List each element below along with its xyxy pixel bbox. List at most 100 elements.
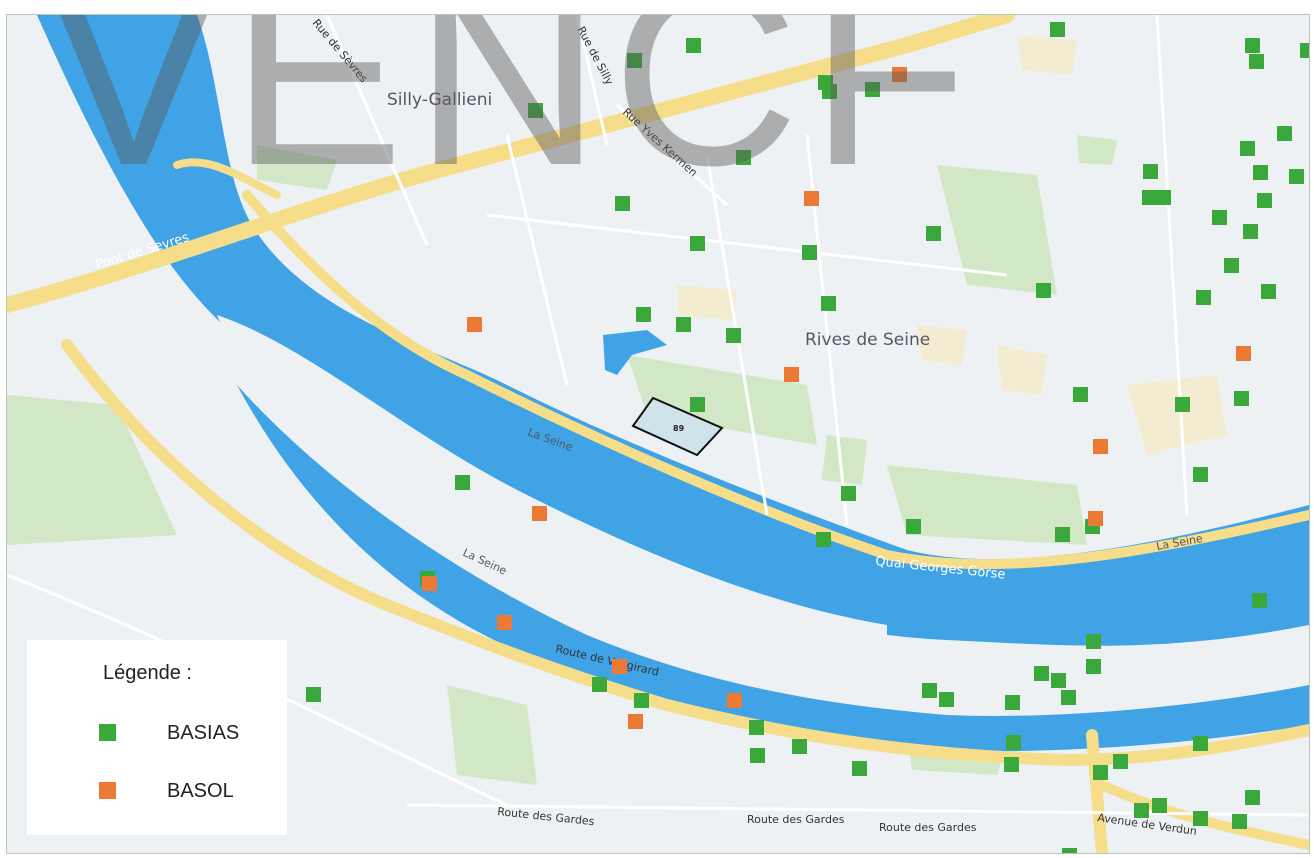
basias-site-marker[interactable] [627,53,642,68]
basias-site-marker[interactable] [690,236,705,251]
basias-site-marker[interactable] [749,720,764,735]
basias-site-marker[interactable] [822,84,837,99]
basias-site-marker[interactable] [1245,790,1260,805]
basol-site-marker[interactable] [612,659,627,674]
basias-site-marker[interactable] [1086,634,1101,649]
basias-site-marker[interactable] [802,245,817,260]
basias-site-marker[interactable] [1234,391,1249,406]
basias-site-marker[interactable] [1277,126,1292,141]
map-canvas[interactable]: Silly-Gallieni Rives de Seine Pont de Se… [7,15,1309,853]
basias-site-marker[interactable] [852,761,867,776]
site-markers [306,22,1309,853]
basol-site-marker[interactable] [532,506,547,521]
basias-site-marker[interactable] [1152,798,1167,813]
basol-site-marker[interactable] [784,367,799,382]
basias-site-marker[interactable] [1224,258,1239,273]
basias-site-marker[interactable] [1134,803,1149,818]
basias-site-marker[interactable] [1113,754,1128,769]
basias-site-marker[interactable] [306,687,321,702]
basias-site-marker[interactable] [1249,54,1264,69]
basias-swatch-icon [99,724,116,741]
basias-site-marker[interactable] [676,317,691,332]
basias-site-marker[interactable] [1243,224,1258,239]
basias-site-marker[interactable] [816,532,831,547]
basias-site-marker[interactable] [615,196,630,211]
road-label-route-gardes-2: Route des Gardes [747,813,845,826]
basias-site-marker[interactable] [528,103,543,118]
basol-site-marker[interactable] [497,615,512,630]
legend-label-basias: BASIAS [167,722,240,744]
basias-site-marker[interactable] [1006,735,1021,750]
basias-site-marker[interactable] [1143,164,1158,179]
basias-site-marker[interactable] [1004,757,1019,772]
basias-site-marker[interactable] [1142,190,1157,205]
basias-site-marker[interactable] [841,486,856,501]
watermark: VENCF [47,14,979,220]
basias-site-marker[interactable] [821,296,836,311]
basias-site-marker[interactable] [592,677,607,692]
basias-site-marker[interactable] [1093,765,1108,780]
map-frame[interactable]: Silly-Gallieni Rives de Seine Pont de Se… [6,14,1310,854]
basias-site-marker[interactable] [1300,43,1309,58]
basias-site-marker[interactable] [1193,811,1208,826]
basias-site-marker[interactable] [792,739,807,754]
basias-site-marker[interactable] [1253,165,1268,180]
basias-site-marker[interactable] [726,328,741,343]
basias-site-marker[interactable] [926,226,941,241]
basias-site-marker[interactable] [1050,22,1065,37]
basias-site-marker[interactable] [636,307,651,322]
basol-site-marker[interactable] [422,576,437,591]
basias-site-marker[interactable] [455,475,470,490]
place-label-silly: Silly-Gallieni [387,90,492,110]
site-parcel[interactable]: 89 [631,396,724,457]
basias-site-marker[interactable] [634,693,649,708]
site-marker-label: 89 [673,424,685,433]
basias-site-marker[interactable] [736,150,751,165]
built-areas [677,35,1227,455]
legend-box: Légende : BASIAS BASOL [27,640,287,835]
basol-site-marker[interactable] [892,67,907,82]
basias-site-marker[interactable] [1036,283,1051,298]
basias-site-marker[interactable] [1034,666,1049,681]
basias-site-marker[interactable] [1156,190,1171,205]
basol-site-marker[interactable] [727,693,742,708]
basias-site-marker[interactable] [1055,527,1070,542]
place-label-rives: Rives de Seine [805,330,930,350]
basias-site-marker[interactable] [1062,848,1077,853]
basol-site-marker[interactable] [628,714,643,729]
basias-site-marker[interactable] [1005,695,1020,710]
basias-site-marker[interactable] [1086,659,1101,674]
basol-swatch-icon [99,782,116,799]
basol-site-marker[interactable] [467,317,482,332]
basias-site-marker[interactable] [1252,593,1267,608]
basol-site-marker[interactable] [1093,439,1108,454]
basias-site-marker[interactable] [922,683,937,698]
basias-site-marker[interactable] [1061,690,1076,705]
basias-site-marker[interactable] [939,692,954,707]
basias-site-marker[interactable] [690,397,705,412]
basias-site-marker[interactable] [865,82,880,97]
basias-site-marker[interactable] [1289,169,1304,184]
basias-site-marker[interactable] [686,38,701,53]
basias-site-marker[interactable] [1073,387,1088,402]
river-seine [37,15,1309,752]
road-label-route-gardes-3: Route des Gardes [879,821,977,834]
basol-site-marker[interactable] [804,191,819,206]
basias-site-marker[interactable] [1240,141,1255,156]
basias-site-marker[interactable] [1175,397,1190,412]
basias-site-marker[interactable] [1193,736,1208,751]
basias-site-marker[interactable] [1257,193,1272,208]
legend-label-basol: BASOL [167,780,234,802]
basias-site-marker[interactable] [1245,38,1260,53]
basol-site-marker[interactable] [1236,346,1251,361]
basias-site-marker[interactable] [1196,290,1211,305]
basias-site-marker[interactable] [750,748,765,763]
basias-site-marker[interactable] [1261,284,1276,299]
basias-site-marker[interactable] [906,519,921,534]
basias-site-marker[interactable] [1193,467,1208,482]
basol-site-marker[interactable] [1088,511,1103,526]
basias-site-marker[interactable] [1051,673,1066,688]
legend-title: Légende : [103,662,192,684]
basias-site-marker[interactable] [1232,814,1247,829]
basias-site-marker[interactable] [1212,210,1227,225]
